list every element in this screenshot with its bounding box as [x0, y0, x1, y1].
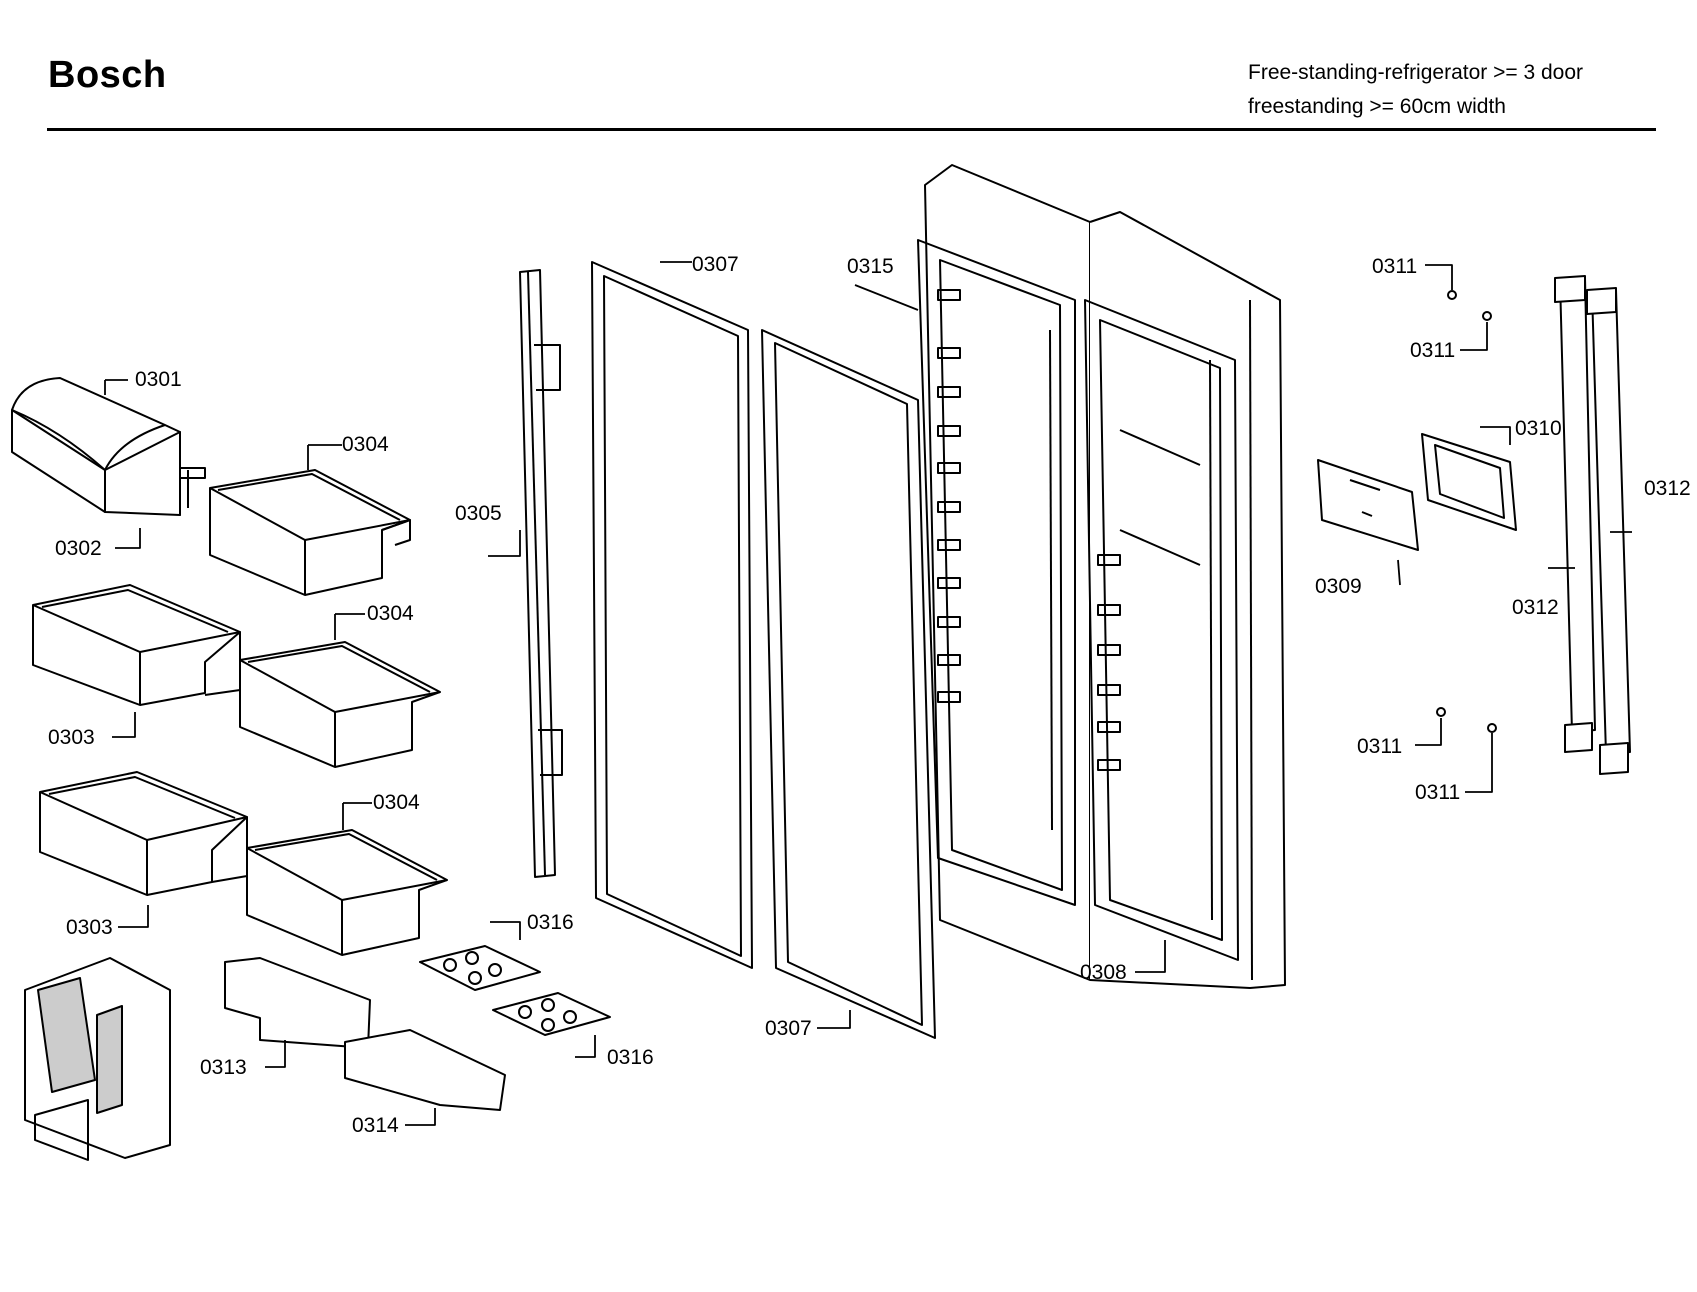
- part-display-frame: [1421, 433, 1517, 531]
- callout-0303-a: 0303: [48, 726, 95, 749]
- callout-0312-a: 0312: [1644, 477, 1691, 500]
- part-door-gasket-1: [591, 261, 753, 969]
- part-door-bin-small-1: [209, 469, 411, 596]
- callout-0309: 0309: [1315, 575, 1362, 598]
- description-line-2: freestanding >= 60cm width: [1248, 95, 1506, 118]
- part-screws: [1436, 290, 1497, 733]
- callout-0307-b: 0307: [765, 1017, 812, 1040]
- callout-0316-a: 0316: [527, 911, 574, 934]
- callout-0304-b: 0304: [367, 602, 414, 625]
- callout-0310: 0310: [1515, 417, 1562, 440]
- door-shelf-tabs-left: [937, 289, 961, 703]
- callout-0314: 0314: [352, 1114, 399, 1137]
- callout-0311-d: 0311: [1415, 781, 1461, 804]
- part-small-tray-2: [344, 1029, 506, 1111]
- callout-0308: 0308: [1080, 961, 1127, 984]
- part-door-liner: [917, 164, 1286, 989]
- callout-0311-a: 0311: [1372, 255, 1418, 278]
- callout-0316-b: 0316: [607, 1046, 654, 1069]
- callout-0312-b: 0312: [1512, 596, 1559, 619]
- part-hinge-strip: [519, 269, 563, 878]
- part-door-bin-small-2: [239, 641, 441, 768]
- part-dairy-compartment: [11, 377, 206, 516]
- part-small-tray-1: [224, 957, 371, 1049]
- callout-0315: 0315: [847, 255, 894, 278]
- header-rule: [47, 128, 1656, 131]
- description-line-1: Free-standing-refrigerator >= 3 door: [1248, 61, 1584, 84]
- part-door-bin-large-2: [39, 771, 248, 896]
- callout-0305: 0305: [455, 502, 502, 525]
- part-egg-tray-2: [492, 992, 611, 1036]
- part-door-handle-1: [1554, 275, 1596, 753]
- part-control-board: [1317, 459, 1419, 551]
- callout-0311-b: 0311: [1410, 339, 1456, 362]
- callout-0303-b: 0303: [66, 916, 113, 939]
- brand-title: Bosch: [48, 54, 167, 96]
- part-door-bin-large-1: [32, 584, 241, 706]
- callout-0307-a: 0307: [692, 253, 739, 276]
- callout-0304-a: 0304: [342, 433, 389, 456]
- part-refrigerator-overview: [24, 957, 171, 1161]
- door-shelf-tabs-right: [1097, 554, 1121, 771]
- callout-0302: 0302: [55, 537, 102, 560]
- part-door-bin-small-3: [246, 829, 448, 956]
- callout-0313: 0313: [200, 1056, 247, 1079]
- part-door-gasket-2: [761, 329, 936, 1039]
- leader-lines: [104, 261, 1632, 1126]
- callout-0301: 0301: [135, 368, 182, 391]
- callout-0311-c: 0311: [1357, 735, 1403, 758]
- part-egg-tray-1: [419, 945, 541, 991]
- callout-0304-c: 0304: [373, 791, 420, 814]
- part-door-handle-2: [1586, 287, 1631, 775]
- model-description: Free-standing-refrigerator >= 3 door fre…: [1248, 56, 1583, 124]
